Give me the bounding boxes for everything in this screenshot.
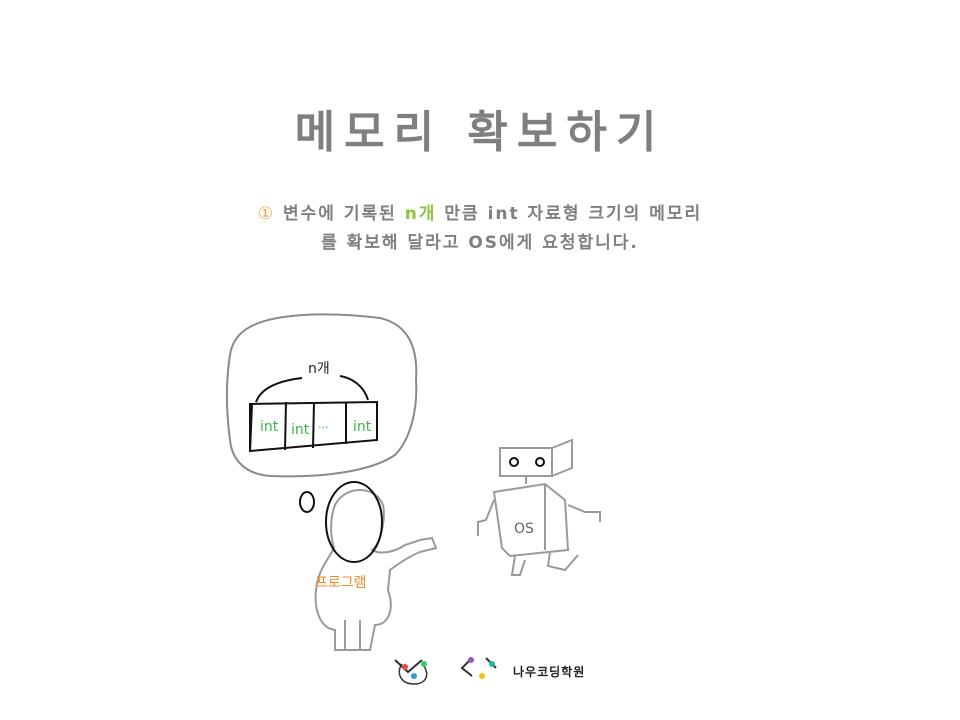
memory-cell-1: int	[260, 419, 279, 435]
count-label: n개	[308, 361, 330, 377]
logo-mark-left	[394, 659, 428, 685]
step-number: ①	[257, 204, 276, 224]
os-label: OS	[514, 521, 534, 537]
memory-brace	[255, 375, 369, 403]
memory-block	[249, 400, 378, 453]
description-line1-a: 변수에 기록된	[283, 204, 397, 224]
thought-bubble	[226, 313, 418, 478]
thought-dot	[299, 491, 315, 513]
program-figure	[314, 489, 438, 651]
memory-cell-4: int	[353, 419, 372, 435]
memory-cell-3: ...	[318, 418, 329, 431]
description: ① 변수에 기록된 n개 만큼 int 자료형 크기의 메모리 를 확보해 달라…	[150, 200, 810, 258]
logo-mark-right	[460, 657, 497, 679]
description-line2: 를 확보해 달라고 OS에게 요청합니다.	[321, 233, 639, 253]
program-label: 프로그램	[315, 575, 367, 591]
memory-cell-2: int	[291, 422, 310, 438]
description-highlight: n개	[404, 204, 437, 224]
robot-eye-left	[509, 457, 519, 467]
robot-eye-right	[535, 457, 545, 467]
os-robot	[477, 438, 601, 576]
logo-text: 나우코딩학원	[513, 665, 586, 679]
program-head-outline	[325, 481, 383, 563]
page-title: 메모리 확보하기	[294, 107, 666, 158]
description-line1-b: 만큼 int 자료형 크기의 메모리	[444, 204, 703, 224]
